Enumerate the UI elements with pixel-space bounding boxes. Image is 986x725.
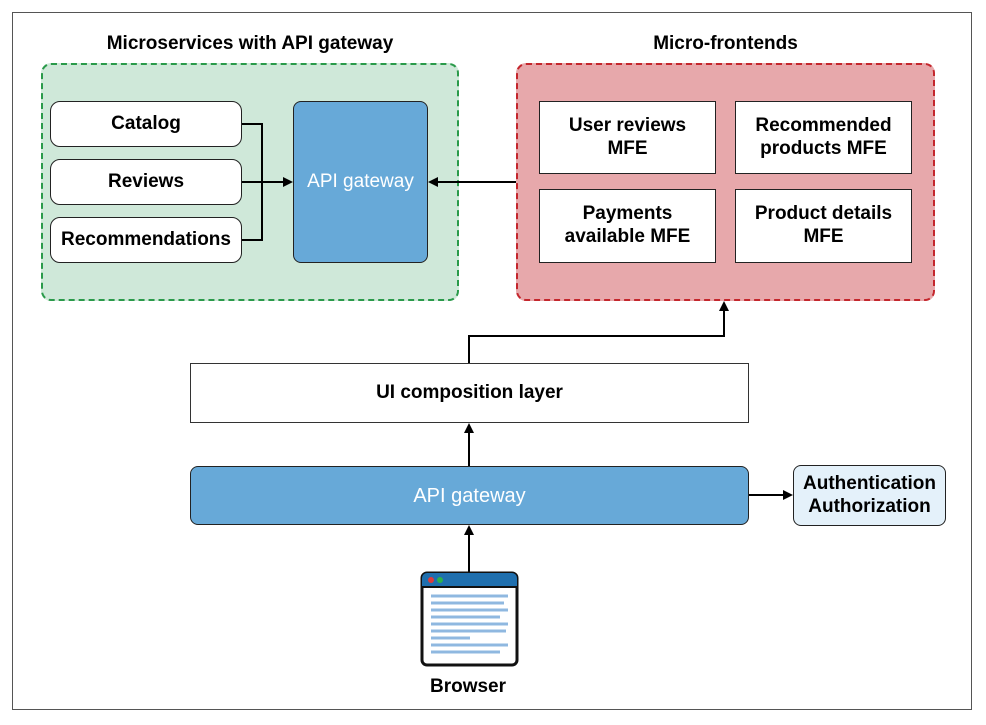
main-api-gateway: API gateway — [190, 466, 749, 525]
auth-line-authentication: Authentication — [803, 472, 936, 494]
diagram-frame — [12, 12, 972, 710]
microservices-group-title: Microservices with API gateway — [106, 33, 394, 54]
auth-line-authorization: Authorization — [808, 495, 931, 517]
inner-api-gateway: API gateway — [293, 101, 428, 263]
composition-to-mfe-arrow — [468, 301, 729, 363]
reviews-service: Reviews — [50, 159, 242, 205]
user-reviews-mfe-line1: User reviews — [568, 114, 687, 136]
browser-icon — [420, 571, 519, 667]
product-details-mfe-line1: Product details — [754, 203, 893, 225]
recommendations-service: Recommendations — [50, 217, 242, 263]
micro-frontends-group-title: Micro-frontends — [653, 33, 798, 54]
payments-available-mfe-line2: available MFE — [564, 226, 691, 247]
recommended-products-mfe-line1: Recommended — [755, 114, 892, 136]
catalog-service: Catalog — [50, 101, 242, 147]
product-details-mfe-line2: MFE — [803, 226, 844, 247]
ui-composition-layer: UI composition layer — [190, 363, 749, 423]
payments-available-mfe-line1: Payments — [582, 203, 673, 225]
recommended-products-mfe-line2: products MFE — [760, 137, 887, 159]
browser-label: Browser — [429, 676, 507, 697]
user-reviews-mfe-line2: MFE — [607, 137, 648, 159]
